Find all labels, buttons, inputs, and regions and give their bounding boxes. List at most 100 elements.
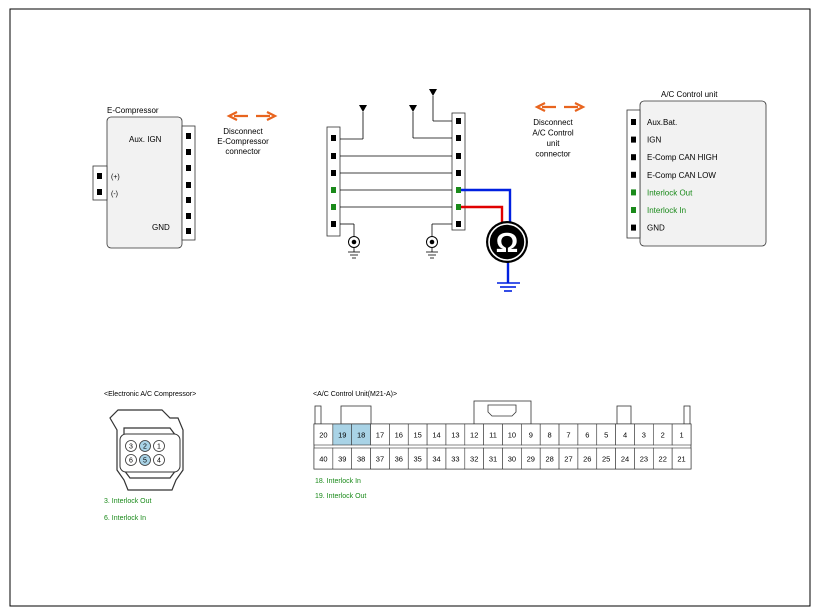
acu-connector-pin-number: 31 xyxy=(489,455,497,464)
acu-pin xyxy=(631,189,636,196)
acu-pin-label: GND xyxy=(647,224,665,233)
acu-connector-pin-number: 39 xyxy=(338,455,346,464)
acu-connector-pin-number: 10 xyxy=(508,431,516,440)
compressor-pin-number: 6 xyxy=(129,458,133,465)
compressor-pin xyxy=(139,440,151,452)
acu-connector-cell xyxy=(671,423,692,446)
harness-left-pin xyxy=(331,170,336,176)
harness-right-pin xyxy=(456,187,461,193)
acu-connector-pin-number: 27 xyxy=(564,455,572,464)
acu-connector-pin-number: 3 xyxy=(642,431,646,440)
connector-tab-left xyxy=(314,405,322,425)
acu-connector-pin-number: 13 xyxy=(451,431,459,440)
acu-connector-pin-number: 28 xyxy=(545,455,553,464)
acu-connector-pin-number: 34 xyxy=(432,455,440,464)
disconnect-text-line: unit xyxy=(547,139,561,148)
acu-connector-pin-number: 6 xyxy=(585,431,589,440)
harness-left-pin xyxy=(331,221,336,227)
diagram-frame xyxy=(9,8,811,607)
acu-pin xyxy=(631,171,636,178)
e-compressor-side-connector xyxy=(92,165,108,201)
disconnect-text-line: connector xyxy=(225,147,260,156)
acu-connector-pin-number: 23 xyxy=(640,455,648,464)
acu-connector-pin-number: 25 xyxy=(602,455,610,464)
harness-right-pin xyxy=(456,153,461,159)
acu-connector-pin-number: 38 xyxy=(357,455,365,464)
disconnect-text-line: connector xyxy=(535,150,570,159)
acu-connector-pin-number: 35 xyxy=(414,455,422,464)
side-pin-minus xyxy=(97,189,102,195)
acu-connector-pin-number: 1 xyxy=(679,431,683,440)
acu-connector-pin-number: 26 xyxy=(583,455,591,464)
acu-pin-label: Interlock In xyxy=(647,206,686,215)
acu-pin xyxy=(631,207,636,213)
disconnect-text-line: E-Compressor xyxy=(217,137,269,146)
connector-tab-right xyxy=(683,405,691,425)
connector-tab-left-key xyxy=(340,405,372,425)
harness-connector-left xyxy=(326,126,341,237)
acu-connector-pin-number: 37 xyxy=(376,455,384,464)
ohm-symbol: Ω xyxy=(496,227,518,258)
acu-connector-pin-number: 5 xyxy=(604,431,608,440)
harness-left-pin xyxy=(331,187,336,193)
acu-connector-pin-number: 36 xyxy=(395,455,403,464)
acu-note-interlock-in: 18. Interlock In xyxy=(315,478,361,485)
acu-connector-pin-number: 17 xyxy=(376,431,384,440)
e-compressor-title: E-Compressor xyxy=(107,106,159,115)
disconnect-text-line: Disconnect xyxy=(533,118,573,127)
acu-connector-pin-number: 21 xyxy=(677,455,685,464)
acu-connector-pin-number: 12 xyxy=(470,431,478,440)
harness-right-pin xyxy=(456,204,461,210)
compressor-pin xyxy=(139,454,151,466)
compressor-connector-title: <Electronic A/C Compressor> xyxy=(104,391,196,398)
probe-wire-blue xyxy=(461,188,512,222)
e-compressor-plus-label: (+) xyxy=(111,174,120,181)
e-compressor-connector-pins xyxy=(186,133,191,234)
acu-pin-label: IGN xyxy=(647,136,661,145)
compressor-pin xyxy=(125,454,137,466)
acu-connector-pin-number: 32 xyxy=(470,455,478,464)
acu-connector-pin-number: 11 xyxy=(489,431,497,440)
acu-connector-pin-number: 24 xyxy=(621,455,629,464)
acu-connector-pin-number: 40 xyxy=(319,455,327,464)
harness-right-pin xyxy=(456,118,461,124)
acu-connector-pin-number: 7 xyxy=(566,431,570,440)
acu-note-interlock-out: 19. Interlock Out xyxy=(315,493,366,500)
harness-left-pin xyxy=(331,204,336,210)
acu-connector-cell xyxy=(671,447,692,470)
acu-connector-pin-number: 9 xyxy=(529,431,533,440)
e-compressor-pin xyxy=(186,133,191,139)
disconnect-text-line: Disconnect xyxy=(223,127,263,136)
acu-connector-title: <A/C Control Unit(M21-A)> xyxy=(313,391,397,398)
acu-pin xyxy=(631,136,636,143)
e-compressor-pin xyxy=(186,149,191,155)
harness-right-pin xyxy=(456,170,461,176)
harness-right-pin xyxy=(456,221,461,227)
meter-ground-icon xyxy=(497,282,520,292)
compressor-pin-number: 1 xyxy=(157,444,161,451)
side-pin-plus xyxy=(97,173,102,179)
acu-connector-pin-number: 20 xyxy=(319,431,327,440)
compressor-pin-number: 4 xyxy=(157,458,161,465)
e-compressor-pin xyxy=(186,213,191,219)
acu-connector-pin-number: 15 xyxy=(414,431,422,440)
e-compressor: E-Compressor Aux. IGN GND (+) (-) xyxy=(92,106,196,249)
compressor-pin xyxy=(153,454,165,466)
acu-connector-pin-number: 2 xyxy=(661,431,665,440)
acu-connector-pin-number: 33 xyxy=(451,455,459,464)
acu-pin-label: E-Comp CAN HIGH xyxy=(647,153,718,162)
acu-connector-pin-number: 16 xyxy=(395,431,403,440)
e-compressor-pin xyxy=(186,228,191,234)
compressor-note-interlock-out: 3. Interlock Out xyxy=(104,498,152,505)
acu-connector-pin-number: 14 xyxy=(432,431,440,440)
compressor-pin-number: 3 xyxy=(129,444,133,451)
compressor-pin-number: 2 xyxy=(143,444,147,451)
